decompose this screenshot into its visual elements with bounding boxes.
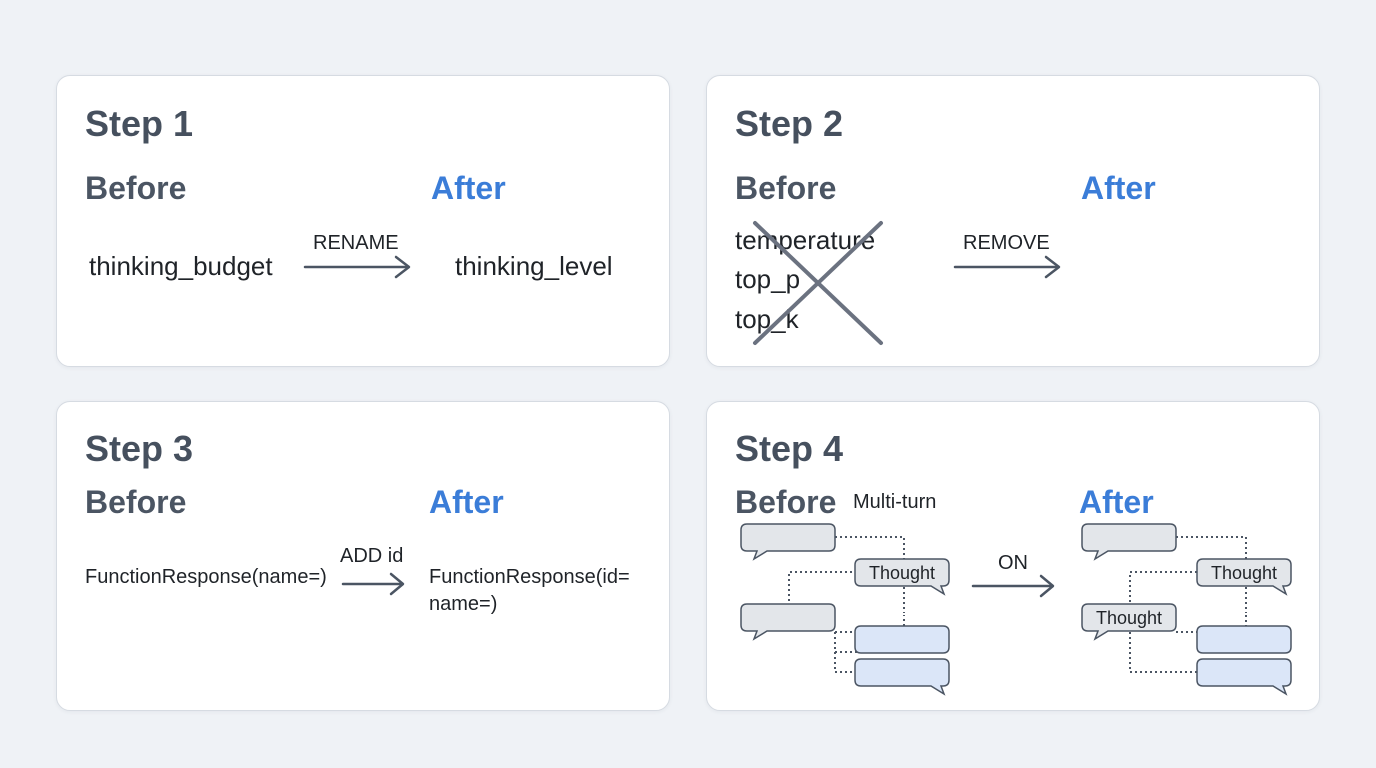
operation-label: ADD id — [340, 545, 404, 567]
step-3-card: Step 3 Before After FunctionResponse(nam… — [56, 401, 670, 711]
step-4-card: Step 4 Before Multi-turn After ON Though… — [706, 401, 1320, 711]
before-signature: FunctionResponse(name=) — [85, 566, 327, 588]
thought-bubble-icon — [854, 558, 950, 596]
removed-param: top_p — [735, 264, 801, 294]
after-label: After — [1079, 484, 1154, 520]
multi-turn-label: Multi-turn — [853, 491, 937, 513]
step-title: Step 1 — [85, 103, 194, 144]
step-title: Step 4 — [735, 428, 844, 469]
dotted-connectors-before — [788, 536, 905, 673]
before-label: Before — [735, 170, 837, 206]
before-param: thinking_budget — [89, 251, 273, 281]
thought-label: Thought — [1096, 608, 1162, 628]
right-arrow-icon — [303, 255, 411, 279]
chat-bubble-icon — [1081, 523, 1177, 561]
conversation-diagram: Thought Thought — [740, 523, 1292, 696]
operation-label: REMOVE — [963, 232, 1050, 254]
step-title: Step 3 — [85, 428, 194, 469]
arrow-graphic — [303, 255, 411, 279]
after-signature-line-2: name=) — [429, 593, 498, 615]
thought-label: Thought — [1211, 563, 1277, 583]
chat-bubble-icon — [854, 625, 950, 654]
before-label: Before — [735, 484, 837, 520]
right-arrow-icon — [971, 574, 1055, 598]
after-param: thinking_level — [455, 251, 613, 281]
remove-graphics — [753, 221, 1061, 345]
operation-label: RENAME — [313, 232, 399, 254]
step-title: Step 2 — [735, 103, 844, 144]
after-label: After — [1081, 170, 1156, 206]
chat-bubble-icon — [854, 658, 950, 696]
before-label: Before — [85, 170, 187, 206]
chat-bubble-icon — [740, 603, 836, 641]
thought-label: Thought — [869, 563, 935, 583]
chat-bubble-icon — [740, 523, 836, 561]
cross-out-icon — [753, 221, 883, 345]
thought-bubble-icon — [1081, 603, 1177, 641]
chat-bubble-icon — [1196, 625, 1292, 654]
before-label: Before — [85, 484, 187, 520]
thought-bubble-icon — [1196, 558, 1292, 596]
operation-label: ON — [998, 552, 1028, 574]
right-arrow-icon — [341, 572, 405, 596]
arrow-graphic — [341, 572, 405, 596]
after-signature-line-1: FunctionResponse(id= — [429, 566, 630, 588]
step-1-card: Step 1 Before After thinking_budget RENA… — [56, 75, 670, 367]
after-label: After — [431, 170, 506, 206]
right-arrow-icon — [953, 255, 1061, 279]
step-2-card: Step 2 Before After temperature top_p to… — [706, 75, 1320, 367]
after-label: After — [429, 484, 504, 520]
chat-bubble-icon — [1196, 658, 1292, 696]
